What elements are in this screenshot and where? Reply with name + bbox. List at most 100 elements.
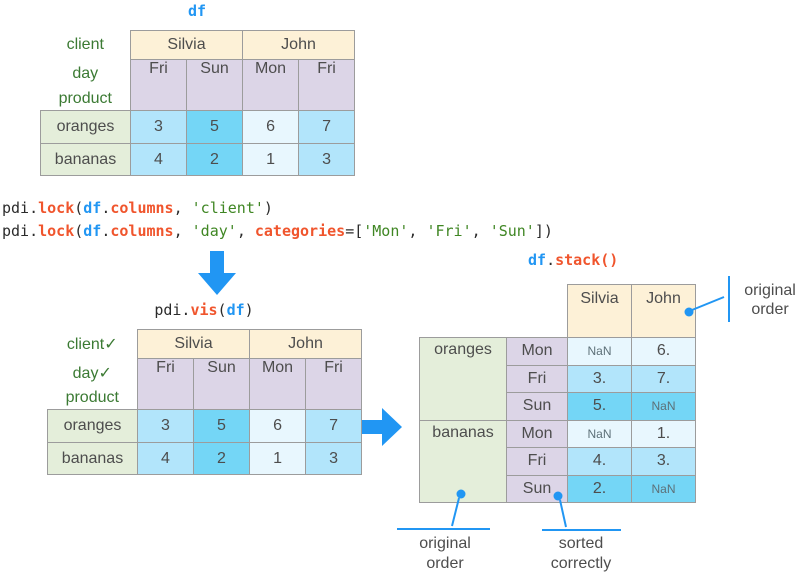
row-label-client-locked: client✓ xyxy=(47,329,138,359)
day-header-cell: Mon xyxy=(242,59,300,111)
product-group-cell: oranges xyxy=(419,337,507,421)
annotation-sorted-correctly: sorted correctly xyxy=(534,534,628,574)
code-line-1: pdi.lock(df.columns, 'client') xyxy=(2,197,553,220)
code-token: =[ xyxy=(345,222,364,240)
day-header-cell: Sun xyxy=(185,59,244,111)
code-block: pdi.lock(df.columns, 'client') pdi.lock(… xyxy=(2,197,553,243)
value-cell: 7. xyxy=(631,364,696,393)
code-token: 'Mon' xyxy=(363,222,409,240)
value-cell: 2 xyxy=(185,143,244,176)
day-header-cell: Fri xyxy=(298,59,356,111)
value-cell: 1. xyxy=(631,419,696,448)
value-cell: NaN xyxy=(631,392,696,421)
day-index-cell: Mon xyxy=(506,337,568,366)
code-token: , xyxy=(236,222,255,240)
code-token: lock xyxy=(38,199,75,217)
day-index-cell: Mon xyxy=(506,419,568,448)
df-table: client Silvia John day Fri Sun Mon Fri p… xyxy=(40,30,356,176)
value-cell: 1 xyxy=(242,143,300,176)
value-cell: 7 xyxy=(298,110,356,144)
value-cell: NaN xyxy=(567,419,632,448)
code-token: ( xyxy=(74,199,84,217)
code-token: columns xyxy=(110,199,174,217)
product-cell: bananas xyxy=(47,442,138,475)
day-index-cell: Sun xyxy=(506,474,568,503)
product-cell: bananas xyxy=(40,143,131,176)
code-token: , xyxy=(173,222,192,240)
day-header-cell: Sun xyxy=(192,358,251,410)
day-header-cell: Mon xyxy=(249,358,307,410)
stack-table: Silvia John oranges Mon NaN 6. Fri 3. 7.… xyxy=(419,284,696,503)
arrow-down-icon xyxy=(197,251,237,300)
code-token: , xyxy=(408,222,427,240)
value-cell: 2. xyxy=(567,474,632,503)
code-token: ( xyxy=(74,222,84,240)
client-header-cell: Silvia xyxy=(567,284,632,338)
code-token: df xyxy=(528,251,547,269)
df-table-group: df client Silvia John day Fri Sun Mon Fr… xyxy=(40,2,356,176)
annotation-line: order xyxy=(426,555,464,572)
df-table-title: df xyxy=(40,2,354,22)
code-token: df xyxy=(83,222,102,240)
value-cell: 3. xyxy=(567,364,632,393)
annotation-line: sorted xyxy=(558,535,604,552)
code-token: . xyxy=(101,199,111,217)
day-index-cell: Sun xyxy=(506,392,568,421)
code-token: vis xyxy=(190,301,218,319)
row-label-day: day xyxy=(40,59,131,89)
client-header-cell: John xyxy=(631,284,696,338)
code-token: 'client' xyxy=(191,199,264,217)
vis-table-group: pdi.vis(df) client✓ Silvia John day✓ Fri… xyxy=(47,301,363,475)
row-label-product: product xyxy=(47,387,138,410)
code-token: pdi. xyxy=(154,301,191,319)
value-cell: 1 xyxy=(249,442,307,475)
empty-corner-cell xyxy=(506,284,568,338)
annotation-line: original xyxy=(744,282,796,299)
value-cell: 3 xyxy=(130,110,187,144)
arrow-right-icon xyxy=(362,407,402,452)
code-token: 'Fri' xyxy=(426,222,472,240)
code-token: ]) xyxy=(534,222,553,240)
stack-table-title: df.stack() xyxy=(528,251,618,271)
value-cell: 3 xyxy=(298,143,356,176)
value-cell: 6 xyxy=(242,110,300,144)
code-token: ( xyxy=(217,301,227,319)
code-token: df xyxy=(83,199,102,217)
value-cell: 5 xyxy=(185,110,244,144)
code-token: . xyxy=(546,251,556,269)
annotation-line: original xyxy=(419,535,471,552)
row-label-product: product xyxy=(40,88,131,111)
vis-table: client✓ Silvia John day✓ Fri Sun Mon Fri… xyxy=(47,329,363,475)
annotation-original-order-right: original order xyxy=(734,281,800,319)
value-cell: 3 xyxy=(305,442,363,475)
day-header-cell: Fri xyxy=(137,358,194,410)
code-line-2: pdi.lock(df.columns, 'day', categories=[… xyxy=(2,220,553,243)
value-cell: 5 xyxy=(192,409,251,443)
code-token: pdi. xyxy=(2,222,39,240)
callout-connector xyxy=(559,499,567,528)
value-cell: 6. xyxy=(631,337,696,366)
client-header-cell: John xyxy=(242,30,356,60)
client-header-cell: Silvia xyxy=(136,329,251,359)
annotation-original-order-bottom: original order xyxy=(398,534,492,574)
day-index-cell: Fri xyxy=(506,447,568,476)
product-cell: oranges xyxy=(47,409,138,443)
empty-corner-cell xyxy=(419,284,507,338)
day-header-cell: Fri xyxy=(130,59,187,111)
code-token: df xyxy=(187,2,207,20)
annotation-line: correctly xyxy=(550,555,612,572)
value-cell: 2 xyxy=(192,442,251,475)
day-index-cell: Fri xyxy=(506,364,568,393)
value-cell: 4 xyxy=(130,143,187,176)
code-token: pdi. xyxy=(2,199,39,217)
day-header-cell: Fri xyxy=(305,358,363,410)
value-cell: 4 xyxy=(137,442,194,475)
code-token: , xyxy=(173,199,192,217)
code-token: ) xyxy=(244,301,254,319)
code-token: lock xyxy=(38,222,75,240)
vis-table-title: pdi.vis(df) xyxy=(47,301,361,321)
value-cell: NaN xyxy=(567,337,632,366)
code-token: categories xyxy=(254,222,346,240)
value-cell: 6 xyxy=(249,409,307,443)
